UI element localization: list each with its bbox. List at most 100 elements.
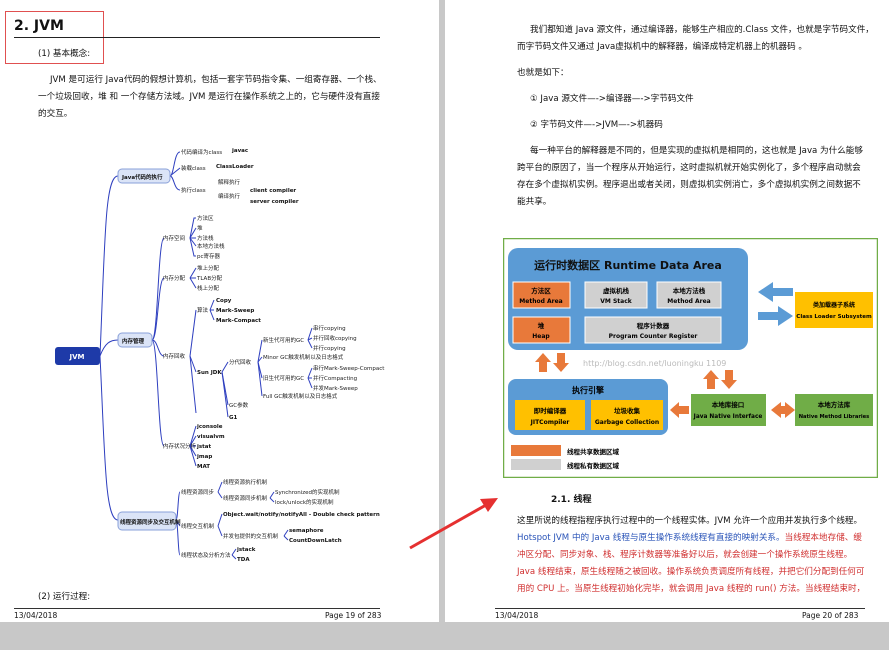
thread-line-4: Java 线程结束，原生线程随之被回收。操作系统负责调度所有线程，并把它们分配到…: [517, 567, 865, 577]
footer-date-right: 13/04/2018: [495, 611, 539, 620]
mm-space-3: 本地方法栈: [197, 242, 225, 250]
native-stack-box: [656, 281, 722, 309]
mm-old-gen: 旧生代可用的GC: [263, 374, 304, 382]
section-heading-jvm: 2. JVM: [14, 18, 64, 34]
legend-shared-swatch: [511, 445, 561, 456]
mm-old-1: 并行Compacting: [313, 374, 357, 382]
native-libs-cn: 本地方法库: [818, 400, 851, 409]
also-text: 也就是如下：: [517, 68, 569, 78]
mm-load: 装载class: [181, 164, 206, 172]
mindmap-branch-2-label: 内存管理: [122, 337, 145, 345]
mm-new-1: 并行回收copying: [313, 334, 357, 342]
heading-rule: [14, 37, 380, 38]
mm-jstack: jstack: [236, 547, 256, 553]
mm-sync: 线程资源同步: [181, 488, 215, 496]
runtime-title: 运行时数据区 Runtime Data Area: [534, 258, 722, 272]
para-line-1: 每一种平台的解释器是不同的，但是实现的虚拟机是相同的，这也就是 Java 为什么…: [530, 146, 863, 156]
mindmap-branch-2: [117, 332, 153, 348]
heap-en: Heap: [532, 333, 550, 340]
mm-new-gen: 新生代可用的GC: [263, 336, 304, 344]
mm-interact-2: semaphore: [289, 528, 324, 534]
legend-shared: 线程共享数据区域: [567, 447, 620, 456]
diagram-watermark: http://blog.csdn.net/luoningku 1109: [583, 359, 726, 368]
mm-space-1: 堆: [197, 224, 203, 232]
mindmap-branch-3-label: 线程资源同步及交互机制: [120, 518, 181, 526]
execution-engine-title: 执行引擎: [572, 385, 605, 395]
mm-tool-1: visualvm: [197, 434, 225, 440]
mm-alloc-2: 栈上分配: [197, 284, 220, 292]
mm-minor-gc: Minor GC触发机制以及日志格式: [263, 353, 344, 361]
heap-box: [512, 316, 571, 344]
mm-javac: javac: [231, 148, 248, 154]
red-arrow-line: [409, 503, 487, 550]
mm-tool-2: jstat: [196, 444, 211, 450]
method-area-box: [512, 281, 571, 309]
arrow-up-2: [703, 370, 719, 389]
mindmap-branch-1-label: Java代码的执行: [121, 173, 163, 181]
vm-stack-en: VM Stack: [600, 298, 632, 305]
mm-compile: 代码编译为class: [181, 148, 222, 156]
mm-space-2: 方法栈: [197, 234, 214, 242]
mindmap-branch-3: [117, 511, 177, 531]
arrow-up-1: [535, 353, 551, 372]
mm-mem-space: 内存空间: [163, 234, 185, 242]
native-stack-en: Method Area: [667, 298, 710, 305]
paragraph-line-3: 的交互。: [38, 109, 73, 119]
heap-cn: 堆: [538, 321, 545, 330]
arrow-from-runtime: [758, 306, 793, 326]
jit-box: [515, 400, 585, 430]
mm-space-4: pc寄存器: [197, 252, 221, 260]
mm-sync-1: 线程资源同步机制: [223, 494, 268, 502]
paragraph-line-1: JVM 是可运行 Java代码的假想计算机，包括一套字节码指令集、一组寄存器、一…: [50, 75, 382, 85]
mm-mem-gc: 内存回收: [163, 352, 186, 360]
thread-line-3: 冲区分配、同步对象、栈、程序计数器等准备好以后，就会创建一个操作系统原生线程。: [517, 550, 853, 560]
jni-en: Java Native Interface: [693, 414, 763, 420]
thread-line-2: Hotspot JVM 中的 Java 线程与原生操作系统线程有直接的映射关系。…: [517, 530, 862, 547]
native-libs-en: Native Method Libraries: [799, 414, 870, 420]
vm-stack-cn: 虚拟机栈: [603, 286, 630, 295]
mm-old-2: 并发Mark-Sweep: [313, 384, 358, 392]
pc-en: Program Counter Register: [609, 333, 698, 340]
step-1: ① Java 源文件—->编译器—->字节码文件: [530, 94, 694, 104]
mm-full-gc: Full GC触发机制以及日志格式: [263, 392, 338, 400]
mm-space-0: 方法区: [197, 214, 214, 222]
mm-new-2: 并行copying: [313, 344, 346, 352]
class-loader-en: Class Loader Subsystem: [796, 314, 872, 320]
native-stack-cn: 本地方法栈: [673, 286, 706, 295]
mm-sync-0: 线程资源执行机制: [223, 478, 268, 486]
thread-line-1: 这里所说的线程指程序执行过程中的一个线程实体。JVM 允许一个应用并发执行多个线…: [517, 516, 863, 526]
arrow-down-1: [553, 353, 569, 372]
jni-box: [691, 394, 766, 426]
mm-tool-3: jmap: [196, 454, 212, 460]
jvm-architecture-diagram: 运行时数据区 Runtime Data Area 方法区 Method Area…: [503, 238, 878, 478]
legend-private: 线程私有数据区域: [567, 461, 620, 470]
mm-old-0: 串行Mark-Sweep-Compact: [313, 364, 385, 372]
right-page: 我们都知道 Java 源文件，通过编译器，能够生产相应的.Class 文件，也就…: [445, 0, 889, 622]
mm-sun-jdk: Sun JDK: [197, 370, 222, 376]
arrow-left-jni: [670, 402, 689, 418]
thread-line-2-red: 当线程本地存储、缓: [784, 533, 862, 543]
mindmap-root-label: JVM: [69, 353, 85, 361]
mm-jit: 编译执行: [218, 192, 241, 200]
jvm-mindmap: JVM Java代码的执行 内存管理 线程资源同步及交互机制 代码编译为clas…: [55, 148, 385, 563]
mm-mem-analysis: 内存状况分析: [163, 442, 197, 450]
method-area-en: Method Area: [519, 298, 562, 305]
thread-line-2-blue: Hotspot JVM 中的 Java 线程与原生操作系统线程有直接的映射关系。: [517, 533, 785, 543]
mm-tda: TDA: [237, 557, 250, 563]
gc-box: [591, 400, 663, 430]
footer-page-left: Page 19 of 283: [325, 611, 382, 620]
gc-en: Garbage Collection: [595, 419, 659, 426]
para-line-4: 能共享。: [517, 197, 552, 207]
arrow-down-2: [721, 370, 737, 389]
mm-server-compiler: server compiler: [250, 199, 299, 205]
thread-line-5: 用的 CPU 上。当原生线程初始化完毕，就会调用 Java 线程的 run() …: [517, 584, 866, 594]
mm-mark-compact: Mark-Compact: [216, 318, 261, 324]
gc-cn: 垃圾收集: [614, 406, 641, 415]
footer-rule-left: [14, 608, 380, 609]
pc-box: [584, 316, 722, 344]
mm-tool-0: jconsole: [196, 424, 223, 430]
mm-interact-3: CountDownLatch: [289, 538, 342, 544]
mm-copy: Copy: [216, 298, 232, 304]
jit-cn: 即时编译器: [534, 406, 567, 415]
mm-g1: G1: [229, 415, 238, 421]
